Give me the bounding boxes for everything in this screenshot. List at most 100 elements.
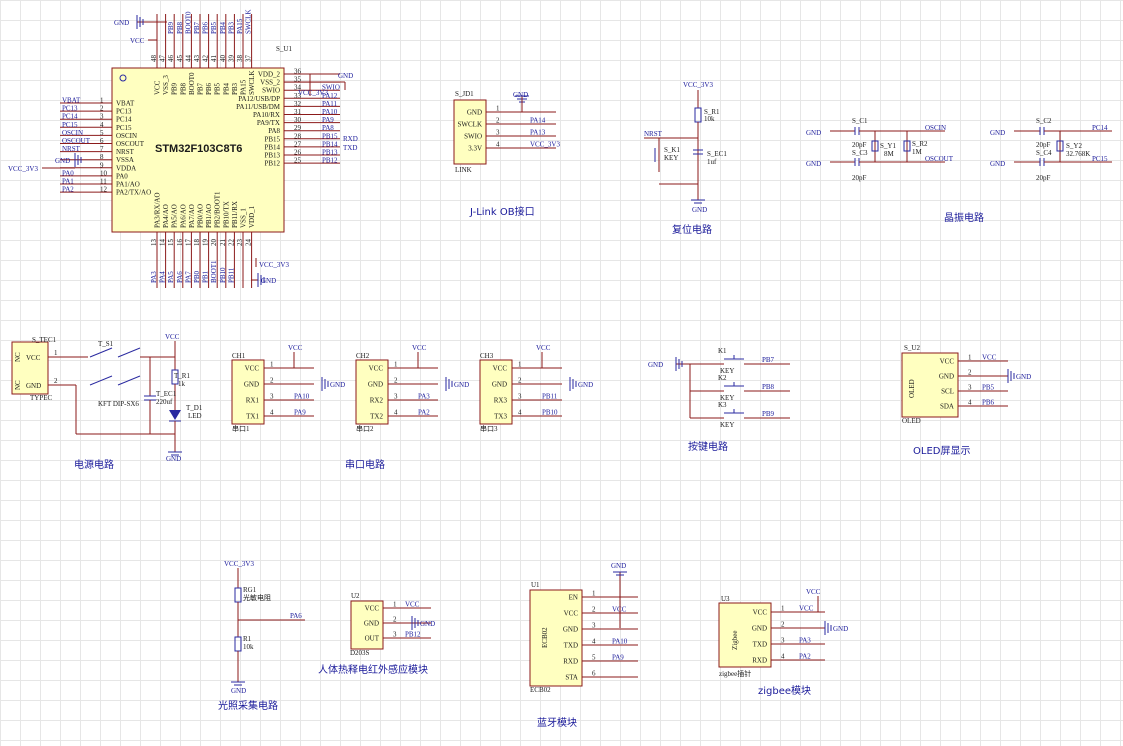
mcu-left-net: PA0 — [62, 169, 74, 177]
mcu-top-net: PB7 — [193, 21, 201, 34]
mcu-right-net: PA10 — [322, 108, 338, 116]
mcu-left-num: 7 — [100, 145, 104, 153]
mcu-top-pin: PB8 — [179, 82, 187, 95]
mcu-left-pin: OSCOUT — [116, 140, 145, 148]
mcu-left-net: PC13 — [62, 105, 78, 113]
typec-num1: 1 — [54, 349, 58, 357]
uart-pin: RX3 — [494, 397, 508, 405]
mcu-top-net: PB4 — [219, 21, 227, 34]
crystal-block[interactable]: GND GND S_C1 20pF S_C3 20pF S_Y1 8M S_R2… — [806, 117, 1112, 224]
zigbee-foot: zigbee插针 — [719, 669, 751, 678]
mcu-right-pin: PB13 — [264, 152, 280, 160]
mcu-right-pin: PA9/TX — [257, 119, 280, 127]
uart-pin: GND — [368, 381, 383, 389]
power-block[interactable]: S_TEC1 TYPEC VCC GND NC NC 1 2 T_S1 KFT … — [11, 333, 203, 471]
mcu-top-pin: PB4 — [222, 82, 230, 95]
mcu-right-num: 36 — [294, 68, 302, 76]
uart-num: 1 — [270, 361, 274, 369]
mcu-top-net: PA15 — [236, 18, 244, 34]
mcu-right-net: PB14 — [322, 140, 338, 148]
mcu-right-pin: PA11/USB/DM — [236, 103, 281, 111]
mcu-bottom-num: 23 — [236, 239, 244, 247]
mcu-left-num: 4 — [100, 121, 104, 129]
mcu-bottom-net: PA5 — [167, 271, 175, 283]
mcu-left-pin: VBAT — [116, 100, 135, 108]
oled-body — [901, 352, 959, 418]
switch-des: T_S1 — [98, 340, 114, 348]
mcu-right-num: 26 — [294, 149, 302, 157]
mcu-part-number: STM32F103C8T6 — [155, 143, 242, 155]
mcu-bottom-net: PB11 — [227, 267, 235, 283]
oled-num: 2 — [968, 369, 972, 377]
mcu-left-net: PC14 — [62, 113, 78, 121]
mcu-bottom-net: BOOT1 — [210, 260, 218, 283]
uart-num: 3 — [518, 393, 522, 401]
uart-body — [479, 359, 513, 425]
typec-nc2: NC — [14, 380, 22, 390]
mcu-right-pin: SWIO — [262, 87, 280, 95]
mcu-left-num: 1 — [100, 97, 104, 105]
pir-pin: GND — [364, 620, 379, 628]
mcu-designator: S_U1 — [276, 45, 292, 53]
bt-designator: U1 — [531, 581, 540, 589]
light-block[interactable]: VCC_3V3 RG1 光敏电阻 PA6 R1 10k GND 光照采集电路 — [218, 560, 305, 712]
uart-designator: CH2 — [356, 352, 370, 360]
pir-gnd: GND — [420, 620, 435, 628]
reset-c-val: 1uf — [707, 158, 717, 166]
reset-block[interactable]: VCC_3V3 S_R1 10k NRST S_K1 KEY S_EC1 1uf… — [644, 81, 727, 236]
zigbee-designator: U3 — [721, 595, 730, 603]
mcu-body — [111, 67, 285, 233]
mcu-right-num: 35 — [294, 76, 302, 84]
mcu-top-num: 48 — [150, 55, 158, 63]
uart-net: PA10 — [294, 393, 310, 401]
pir-net: PB12 — [405, 631, 421, 639]
mcu-right-pin: PB15 — [264, 135, 280, 143]
uart-net: PA9 — [294, 409, 306, 417]
mcu-block[interactable]: S_U1 STM32F103C8T6 VBAT1VBATPC132PC13PC1… — [8, 10, 358, 289]
mcu-right-num: 25 — [294, 157, 302, 165]
pir-designator: U2 — [351, 592, 360, 600]
xtal-r2-val: 1M — [912, 148, 923, 156]
uart-num: 3 — [270, 393, 274, 401]
uart-pin: RX2 — [370, 397, 384, 405]
uart-num: 4 — [270, 409, 274, 417]
mcu-top-net: PB8 — [176, 21, 184, 34]
jlink-gnd: GND — [513, 91, 528, 99]
uart-pin: RX1 — [246, 397, 260, 405]
zigbee-body — [718, 602, 772, 668]
mcu-bottom-num: 22 — [227, 239, 235, 247]
reset-nrst: NRST — [644, 130, 663, 138]
mcu-rxd-label: RXD — [343, 135, 358, 143]
oled-net: PB5 — [982, 384, 995, 392]
mcu-bottom-num: 21 — [219, 239, 227, 247]
mcu-bottom-net: PB1 — [202, 270, 210, 283]
mcu-left-net: PA2 — [62, 186, 74, 194]
pir-num: 1 — [393, 601, 397, 609]
uart-num: 2 — [518, 377, 522, 385]
jlink-num: 1 — [496, 105, 500, 113]
oled-net: VCC — [982, 354, 997, 362]
uart-vcc: VCC — [412, 344, 427, 352]
led-val: LED — [188, 412, 202, 420]
oled-gnd: GND — [1016, 373, 1031, 381]
mcu-bottom-num: 15 — [167, 239, 175, 247]
key-value: KEY — [720, 394, 734, 402]
mcu-vssa-gnd: GND — [55, 157, 70, 165]
zigbee-net: PA2 — [799, 653, 811, 661]
mcu-right-net: PA12 — [322, 92, 338, 100]
bt-pin: TXD — [564, 642, 578, 650]
zigbee-pin: GND — [752, 625, 767, 633]
bt-num: 1 — [592, 590, 596, 598]
light-gnd: GND — [231, 687, 246, 695]
mcu-vcc-label: VCC — [130, 37, 145, 45]
xtal-c2-val: 20pF — [1036, 141, 1051, 149]
mcu-top-net: PB3 — [227, 21, 235, 34]
